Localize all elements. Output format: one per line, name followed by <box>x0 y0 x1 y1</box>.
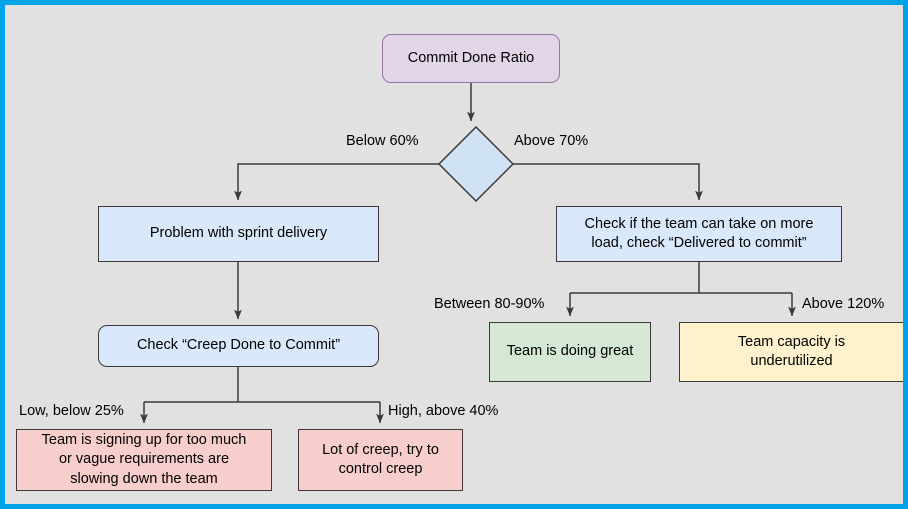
edge-label-above-70: Above 70% <box>514 133 589 149</box>
node-team-is-doing-great[interactable]: Team is doing great <box>489 322 651 382</box>
node-team-signing-up-too-much[interactable]: Team is signing up for too much or vague… <box>16 429 272 491</box>
node-label: Commit Done Ratio <box>407 49 535 66</box>
edge-check-load-split <box>566 262 796 317</box>
edge-check-creep-split <box>140 367 384 424</box>
node-label: Team capacity is underutilized <box>737 333 846 369</box>
node-commit-done-ratio[interactable]: Commit Done Ratio <box>382 34 560 83</box>
decision-diamond[interactable] <box>437 125 515 203</box>
node-label: Lot of creep, try to control creep <box>322 441 439 477</box>
edge-label-low-below-25: Low, below 25% <box>19 403 124 419</box>
edge-below60-to-problem <box>234 163 439 201</box>
edge-above70-to-check-load <box>513 163 703 201</box>
node-lot-of-creep[interactable]: Lot of creep, try to control creep <box>298 429 463 491</box>
edge-label-below-60: Below 60% <box>346 133 419 149</box>
node-check-creep-done-to-commit[interactable]: Check “Creep Done to Commit” <box>98 325 379 367</box>
node-check-team-can-take-more-load[interactable]: Check if the team can take on more load,… <box>556 206 842 262</box>
edge-label-high-above-40: High, above 40% <box>388 403 499 419</box>
node-problem-with-sprint-delivery[interactable]: Problem with sprint delivery <box>98 206 379 262</box>
edge-label-above-120: Above 120% <box>802 296 885 312</box>
node-label: Check “Creep Done to Commit” <box>136 337 341 354</box>
node-label: Team is doing great <box>506 343 634 360</box>
node-label: Problem with sprint delivery <box>149 225 328 242</box>
node-label: Check if the team can take on more load,… <box>584 215 814 251</box>
node-label: Team is signing up for too much or vague… <box>41 432 247 487</box>
edge-label-between-80-90: Between 80-90% <box>434 296 545 312</box>
node-team-capacity-underutilized[interactable]: Team capacity is underutilized <box>679 322 903 382</box>
